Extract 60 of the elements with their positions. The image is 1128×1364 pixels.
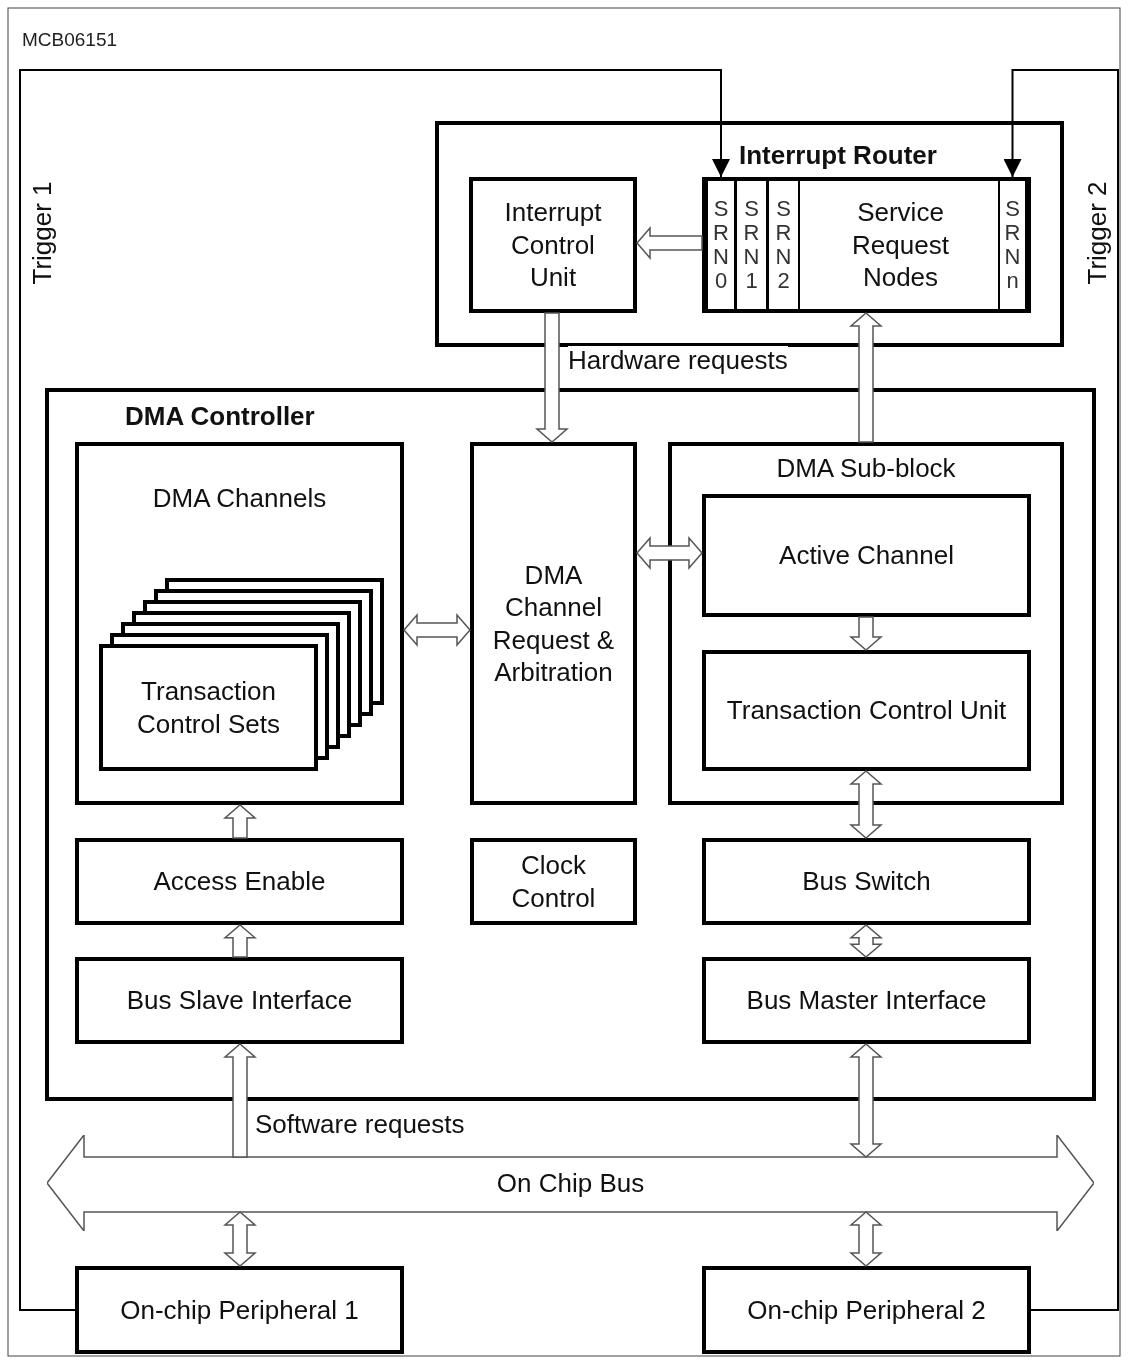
block-box xyxy=(75,838,404,925)
block-arrow xyxy=(849,312,883,443)
node-label: Service Request Nodes xyxy=(851,196,950,294)
block-arrow xyxy=(223,804,257,839)
group-box xyxy=(45,388,1096,1101)
node-cell xyxy=(767,181,800,309)
node-cell xyxy=(998,181,1027,309)
node-label: Bus Master Interface xyxy=(746,984,987,1017)
node-label: Clock Control xyxy=(510,849,597,914)
group-box xyxy=(75,442,404,805)
group-title: DMA Channels xyxy=(152,482,327,515)
block-box xyxy=(702,957,1031,1044)
block-arrow xyxy=(223,1043,257,1158)
node-label: Active Channel xyxy=(779,539,954,572)
group-title: DMA Controller xyxy=(125,400,315,433)
connector-arrow xyxy=(1003,69,1119,1311)
block-box xyxy=(99,644,318,771)
node-label: On Chip Bus xyxy=(496,1166,645,1200)
block-arrow xyxy=(848,924,884,958)
block-box xyxy=(702,650,1031,771)
block-box xyxy=(702,838,1031,925)
connector-arrow xyxy=(19,69,730,1311)
block-box xyxy=(702,177,1031,313)
group-box xyxy=(668,442,1064,805)
block-arrow xyxy=(849,1043,883,1158)
node-label: Transaction Control Unit xyxy=(726,694,1007,727)
node-cell xyxy=(706,181,736,309)
node-label: Access Enable xyxy=(153,865,326,898)
group-box xyxy=(435,121,1064,347)
block-arrow xyxy=(636,226,703,260)
block-box xyxy=(702,494,1031,617)
node-label: Transaction Control Sets xyxy=(135,675,282,740)
block-box xyxy=(470,442,637,805)
block-arrow xyxy=(535,312,569,443)
group-title: Interrupt Router xyxy=(739,139,937,172)
block-box xyxy=(75,957,404,1044)
node-label: SRNn xyxy=(1003,196,1022,294)
node-label: SRN0 xyxy=(712,196,730,294)
node-label: Interrupt Control Unit xyxy=(503,196,603,294)
block-box xyxy=(702,1266,1031,1354)
block-box xyxy=(470,838,637,925)
block-arrow xyxy=(849,1211,883,1267)
block-arrow xyxy=(849,770,883,839)
block-box xyxy=(469,177,637,313)
node-cell xyxy=(735,181,768,309)
group-title: DMA Sub-block xyxy=(776,452,956,485)
node-label: SRN2 xyxy=(774,196,793,294)
node-label: On-chip Peripheral 2 xyxy=(747,1293,986,1327)
block-arrow xyxy=(223,1211,257,1267)
block-arrow xyxy=(636,536,703,570)
node-label: DMA Channel Request & Arbitration xyxy=(491,558,616,689)
block-arrow xyxy=(849,616,883,651)
node-label: Bus Slave Interface xyxy=(126,984,353,1017)
node-label: On-chip Peripheral 1 xyxy=(120,1293,359,1327)
block-arrow xyxy=(403,613,471,647)
block-arrow xyxy=(222,924,258,958)
node-label: SRN1 xyxy=(742,196,761,294)
block-box xyxy=(75,1266,404,1354)
node-label: Bus Switch xyxy=(802,865,931,898)
edge-label: Hardware requests xyxy=(568,346,788,375)
